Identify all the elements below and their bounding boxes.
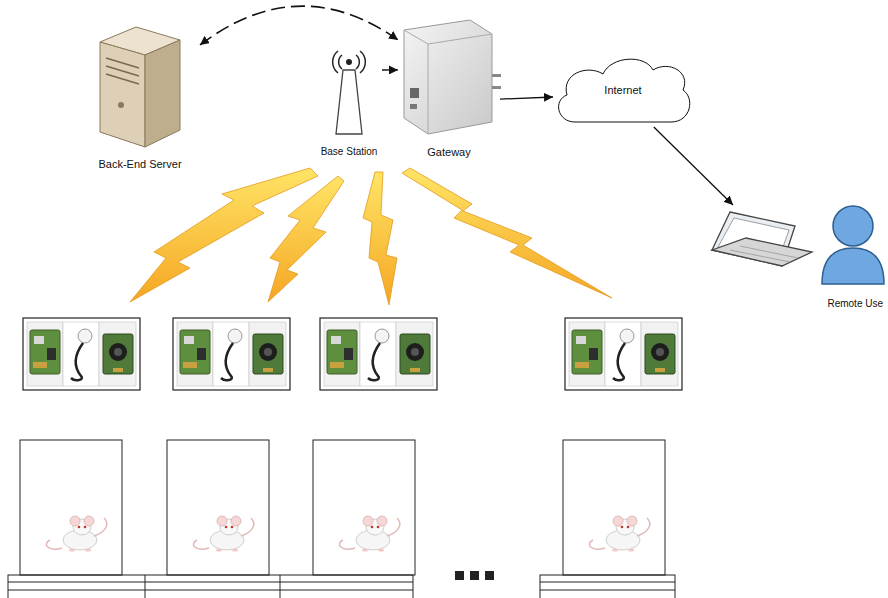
gateway-icon <box>404 20 501 134</box>
internet-cloud: Internet <box>553 52 693 127</box>
laptop-icon <box>712 212 812 266</box>
wireless-bolts <box>130 168 612 305</box>
user-icon <box>822 206 884 284</box>
arrow-link <box>382 69 398 70</box>
ellipsis-dots <box>455 571 494 580</box>
arrow-link <box>654 127 733 205</box>
mouse-cages <box>20 440 665 575</box>
node-label: Internet <box>604 84 641 98</box>
arrow-link <box>500 97 553 99</box>
shelf-rack <box>8 575 675 598</box>
node-label: Back-End Server <box>98 158 181 172</box>
server-icon <box>100 27 180 147</box>
cloud-outline <box>559 59 690 122</box>
node-label: Base Station <box>321 146 378 159</box>
gateway-node: Gateway <box>398 15 500 160</box>
server-node: Back-End Server <box>80 22 200 172</box>
dashed-link <box>200 6 398 45</box>
antenna-icon <box>333 51 366 134</box>
sensor-sets <box>23 318 682 390</box>
base-station-node: Base Station <box>316 50 382 158</box>
node-label: Remote Use <box>827 298 883 311</box>
remote-user-node: Remote Use <box>695 205 885 310</box>
node-label: Gateway <box>427 146 470 160</box>
